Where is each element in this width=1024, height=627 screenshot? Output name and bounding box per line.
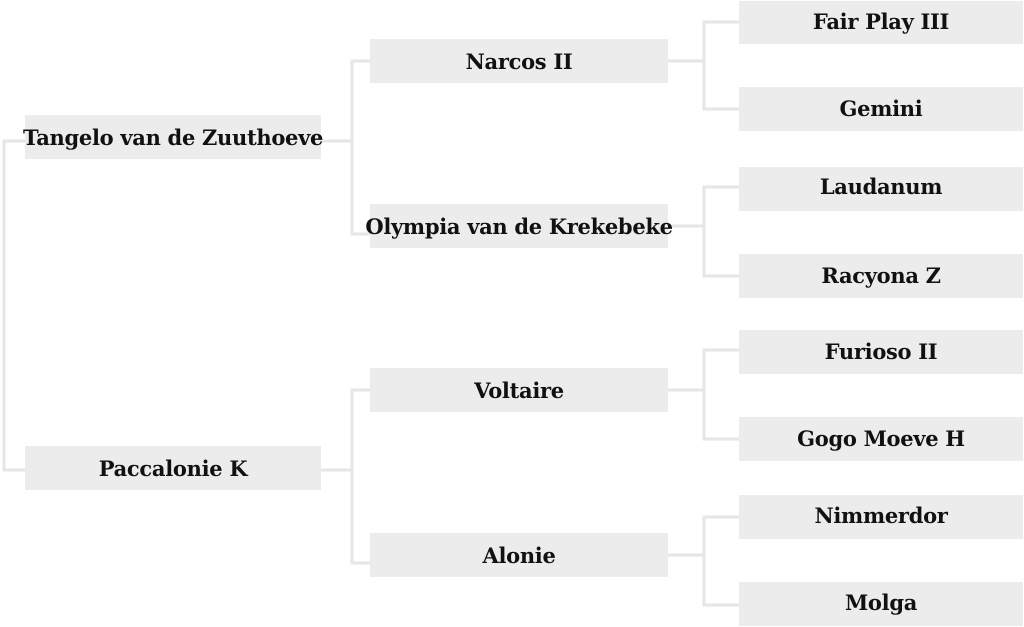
pedigree-node-sire-sire-dam: Gemini (739, 87, 1023, 131)
pedigree-node-dam-sire-sire: Furioso II (739, 330, 1023, 374)
node-label: Alonie (482, 542, 556, 568)
connector-ds-bracket (702, 348, 739, 441)
node-label: Voltaire (474, 377, 564, 403)
pedigree-node-dam-dam-sire: Nimmerdor (739, 495, 1023, 539)
node-label: Racyona Z (821, 263, 941, 288)
node-label: Gogo Moeve H (797, 426, 965, 451)
pedigree-node-dam-dam: Alonie (370, 533, 668, 577)
pedigree-node-sire-dam: Olympia van de Krekebeke (365, 204, 673, 248)
pedigree-node-sire: Tangelo van de Zuuthoeve (22, 115, 324, 159)
connector-sd-bracket (702, 185, 739, 278)
node-label: Olympia van de Krekebeke (365, 213, 673, 239)
connector-ss-bracket (702, 20, 739, 111)
pedigree-node-sire-dam-dam: Racyona Z (739, 254, 1023, 298)
node-label: Laudanum (819, 174, 943, 199)
pedigree-node-dam-sire: Voltaire (370, 368, 668, 412)
connector-root (2, 139, 25, 472)
connector-sire-bracket (350, 59, 370, 236)
node-label: Narcos II (465, 48, 573, 74)
node-label: Nimmerdor (814, 503, 948, 528)
node-label: Furioso II (824, 339, 938, 364)
connector-dd-bracket (702, 515, 739, 607)
node-label: Gemini (839, 96, 923, 121)
pedigree-node-sire-dam-sire: Laudanum (739, 167, 1023, 211)
pedigree-node-sire-sire: Narcos II (370, 39, 668, 83)
node-label: Paccalonie K (98, 455, 248, 481)
node-label: Molga (844, 590, 918, 615)
node-label: Tangelo van de Zuuthoeve (22, 124, 324, 150)
node-label: Fair Play III (812, 9, 950, 34)
pedigree-node-sire-sire-sire: Fair Play III (739, 1, 1023, 44)
pedigree-node-dam: Paccalonie K (25, 446, 321, 490)
pedigree-node-dam-dam-dam: Molga (739, 582, 1023, 626)
pedigree-node-dam-sire-dam: Gogo Moeve H (739, 417, 1023, 461)
connector-dam-bracket (350, 388, 370, 565)
